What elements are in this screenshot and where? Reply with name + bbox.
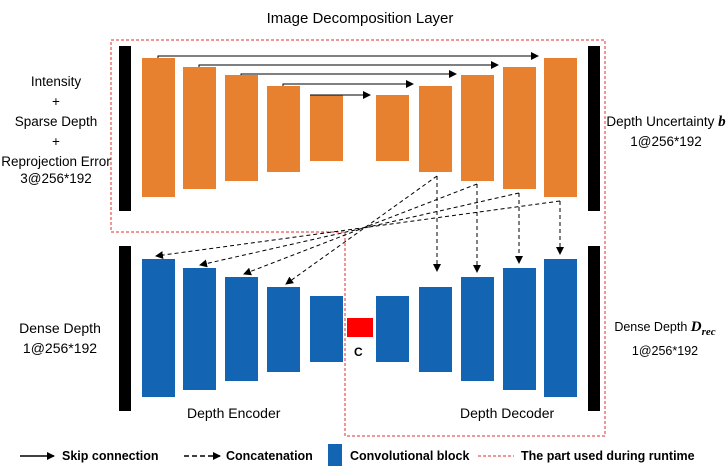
decomp-enc-block-5 [310,95,343,161]
legend-runtime-label: The part used during runtime [521,449,695,463]
decomp-enc-block-2 [183,67,216,189]
decoder-block-5 [544,259,577,397]
concat-symbol: C [354,345,363,359]
output-top-shape: 1@256*192 [630,134,702,149]
input-line-sparse-depth: Sparse Depth [14,114,98,129]
input-shape: 3@256*192 [20,171,92,186]
depth-uncertainty-text: Depth Uncertainty [606,114,715,129]
decomp-dec-block-4 [503,67,536,189]
dense-depth-input-text: Dense Depth [19,320,101,336]
input-bar-top [119,46,131,211]
concat-block [347,318,373,337]
decomp-dec-block-1 [376,95,409,161]
decoder-block-4 [503,268,536,390]
dense-depth-output-text: Dense Depth [614,320,688,334]
decoder-block-2 [419,287,452,372]
dense-depth-output-shape: 1@256*192 [631,343,699,358]
dense-depth-input-shape: 1@256*192 [22,340,98,356]
encoder-block-3 [225,277,258,381]
decomp-dec-block-5 [544,58,577,197]
input-bottom-label: Dense Depth 1@256*192 [8,318,112,358]
concat-vertical-connections [433,176,564,273]
depth-uncertainty-symbol: b [718,114,726,130]
encoder-label: Depth Encoder [187,405,281,421]
dense-depth-output-subscript: rec [701,325,716,338]
decomp-enc-block-4 [267,86,300,172]
decomp-dec-block-3 [461,75,494,181]
decomp-enc-block-1 [142,58,175,197]
legend-conv-label: Convolutional block [350,449,470,463]
decomp-enc-block-3 [225,75,258,181]
diagram-title: Image Decomposition Layer [266,10,454,27]
decomp-dec-block-2 [419,86,452,172]
encoder-block-4 [267,287,300,372]
input-plus-2: + [52,134,60,149]
depth-blocks [142,259,577,397]
output-bottom-label: Dense Depth Drec 1@256*192 [604,318,726,361]
encoder-block-1 [142,259,175,397]
legend-skip-label: Skip connection [62,449,159,463]
legend-graphics [20,444,514,466]
input-line-reprojection: Reprojection Error [1,154,111,169]
concat-cross-connections [155,175,561,285]
runtime-region-outline [110,39,606,437]
decoder-block-3 [461,277,494,381]
input-line-intensity: Intensity [30,74,82,89]
legend-concat-label: Concatenation [226,449,313,463]
output-top-label: Depth Uncertainty b 1@256*192 [606,112,726,152]
decoder-block-1 [376,296,409,362]
decoder-label: Depth Decoder [460,405,555,421]
input-plus-1: + [52,94,60,109]
decomposition-blocks [142,58,577,197]
legend-conv-swatch [328,444,342,466]
output-bar-top [588,46,600,211]
encoder-block-5 [310,296,343,362]
encoder-block-2 [183,268,216,390]
skip-connections [157,52,539,99]
input-top-label: Intensity + Sparse Depth + Reprojection … [0,72,112,186]
dense-depth-output-symbol: D [690,319,702,335]
output-bar-bottom [588,246,600,411]
input-bar-bottom [119,246,131,411]
